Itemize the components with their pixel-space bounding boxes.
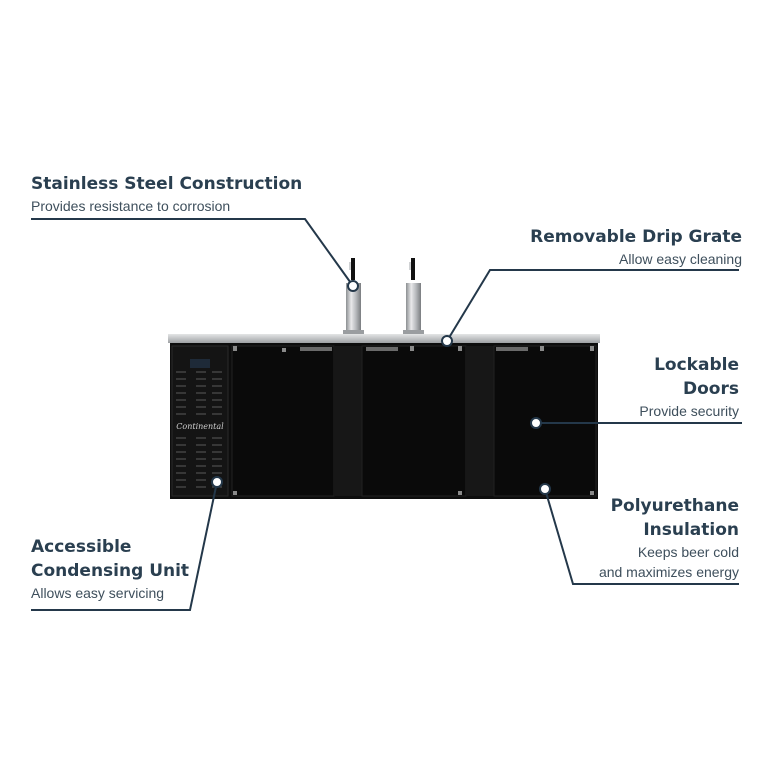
callout-stainless-steel: Stainless Steel Construction Provides re… (31, 172, 321, 216)
leader-drip (446, 269, 739, 342)
dot-poly (539, 483, 551, 495)
door-mullion-2 (466, 346, 494, 496)
callout-desc: Provides resistance to corrosion (31, 198, 231, 214)
callout-title-line1: Polyurethane (610, 496, 739, 516)
callout-desc: Allow easy cleaning (619, 251, 742, 267)
callout-desc-line1: Keeps beer cold (637, 544, 739, 560)
dot-drip (441, 335, 453, 347)
callout-title-line2: Condensing Unit (31, 561, 190, 581)
callout-desc-line2: and maximizes energy (598, 564, 739, 580)
door-2 (361, 345, 467, 497)
stainless-top (168, 334, 600, 343)
door-mullion-1 (334, 346, 362, 496)
leader-cond (31, 481, 218, 611)
callout-title: Removable Drip Grate (530, 227, 742, 247)
leader-steel (31, 218, 354, 287)
callout-condensing-unit: Accessible Condensing Unit Allows easy s… (31, 535, 251, 603)
leader-lines (31, 218, 742, 611)
dot-doors (530, 417, 542, 429)
dot-cond (211, 476, 223, 488)
callout-desc: Provide security (639, 403, 739, 419)
callout-title-line1: Accessible (31, 537, 132, 557)
door-3 (493, 345, 597, 497)
leader-poly (544, 488, 739, 585)
brand-logo: Continental (176, 422, 224, 431)
callout-polyurethane-insulation: Polyurethane Insulation Keeps beer cold … (519, 494, 739, 582)
callout-title-line2: Insulation (643, 520, 739, 540)
callout-title-line2: Doors (683, 379, 739, 399)
beer-tower-left (343, 258, 364, 335)
leader-dots (211, 280, 551, 495)
callout-desc: Allows easy servicing (31, 585, 165, 601)
callout-drip-grate: Removable Drip Grate Allow easy cleaning (482, 225, 742, 269)
beer-tower-right (403, 258, 424, 335)
dot-steel (347, 280, 359, 292)
callout-lockable-doors: Lockable Doors Provide security (539, 353, 739, 421)
callout-title-line1: Lockable (654, 355, 739, 375)
door-1 (231, 345, 335, 497)
callout-title: Stainless Steel Construction (31, 174, 303, 194)
vent-panel: Continental (171, 345, 229, 497)
hinges (233, 346, 594, 495)
